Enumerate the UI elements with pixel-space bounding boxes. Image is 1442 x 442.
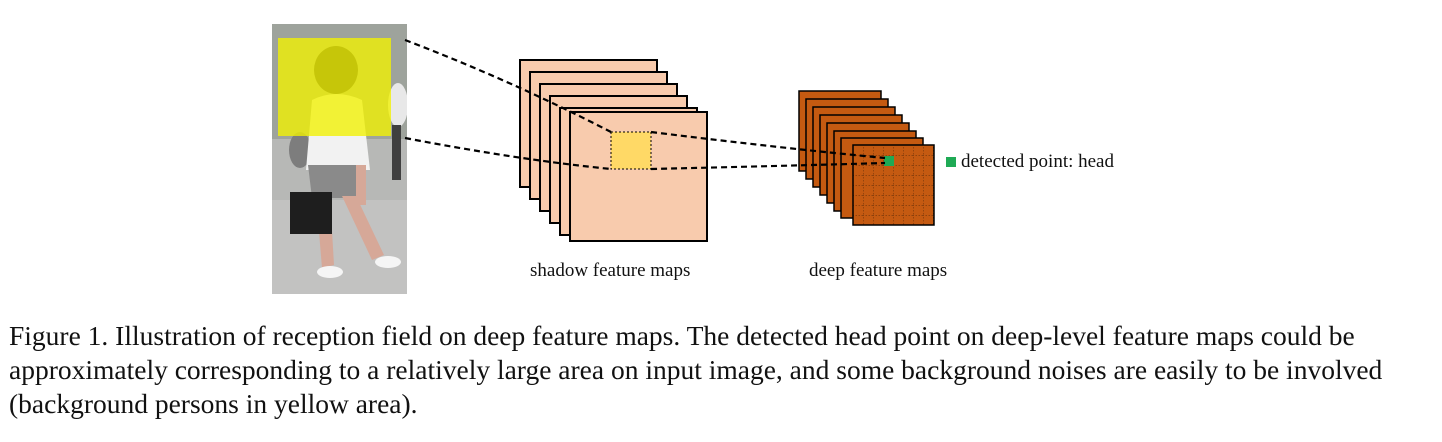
legend-label: detected point: head (961, 151, 1114, 172)
figure-caption: Figure 1. Illustration of reception fiel… (9, 320, 1383, 419)
deep-maps-label: deep feature maps (809, 260, 948, 281)
shallow-highlight-region (610, 131, 652, 170)
shallow-maps-label: shadow feature maps (530, 260, 691, 281)
legend-swatch (946, 157, 956, 167)
shallow-feature-maps (519, 59, 708, 242)
projection-lines (404, 38, 886, 171)
legend: detected point: head (946, 151, 1114, 173)
head-point-marker (884, 156, 894, 166)
deep-feature-maps (798, 90, 935, 226)
reception-field-diagram (272, 24, 935, 294)
receptive-area-overlay (278, 38, 391, 136)
